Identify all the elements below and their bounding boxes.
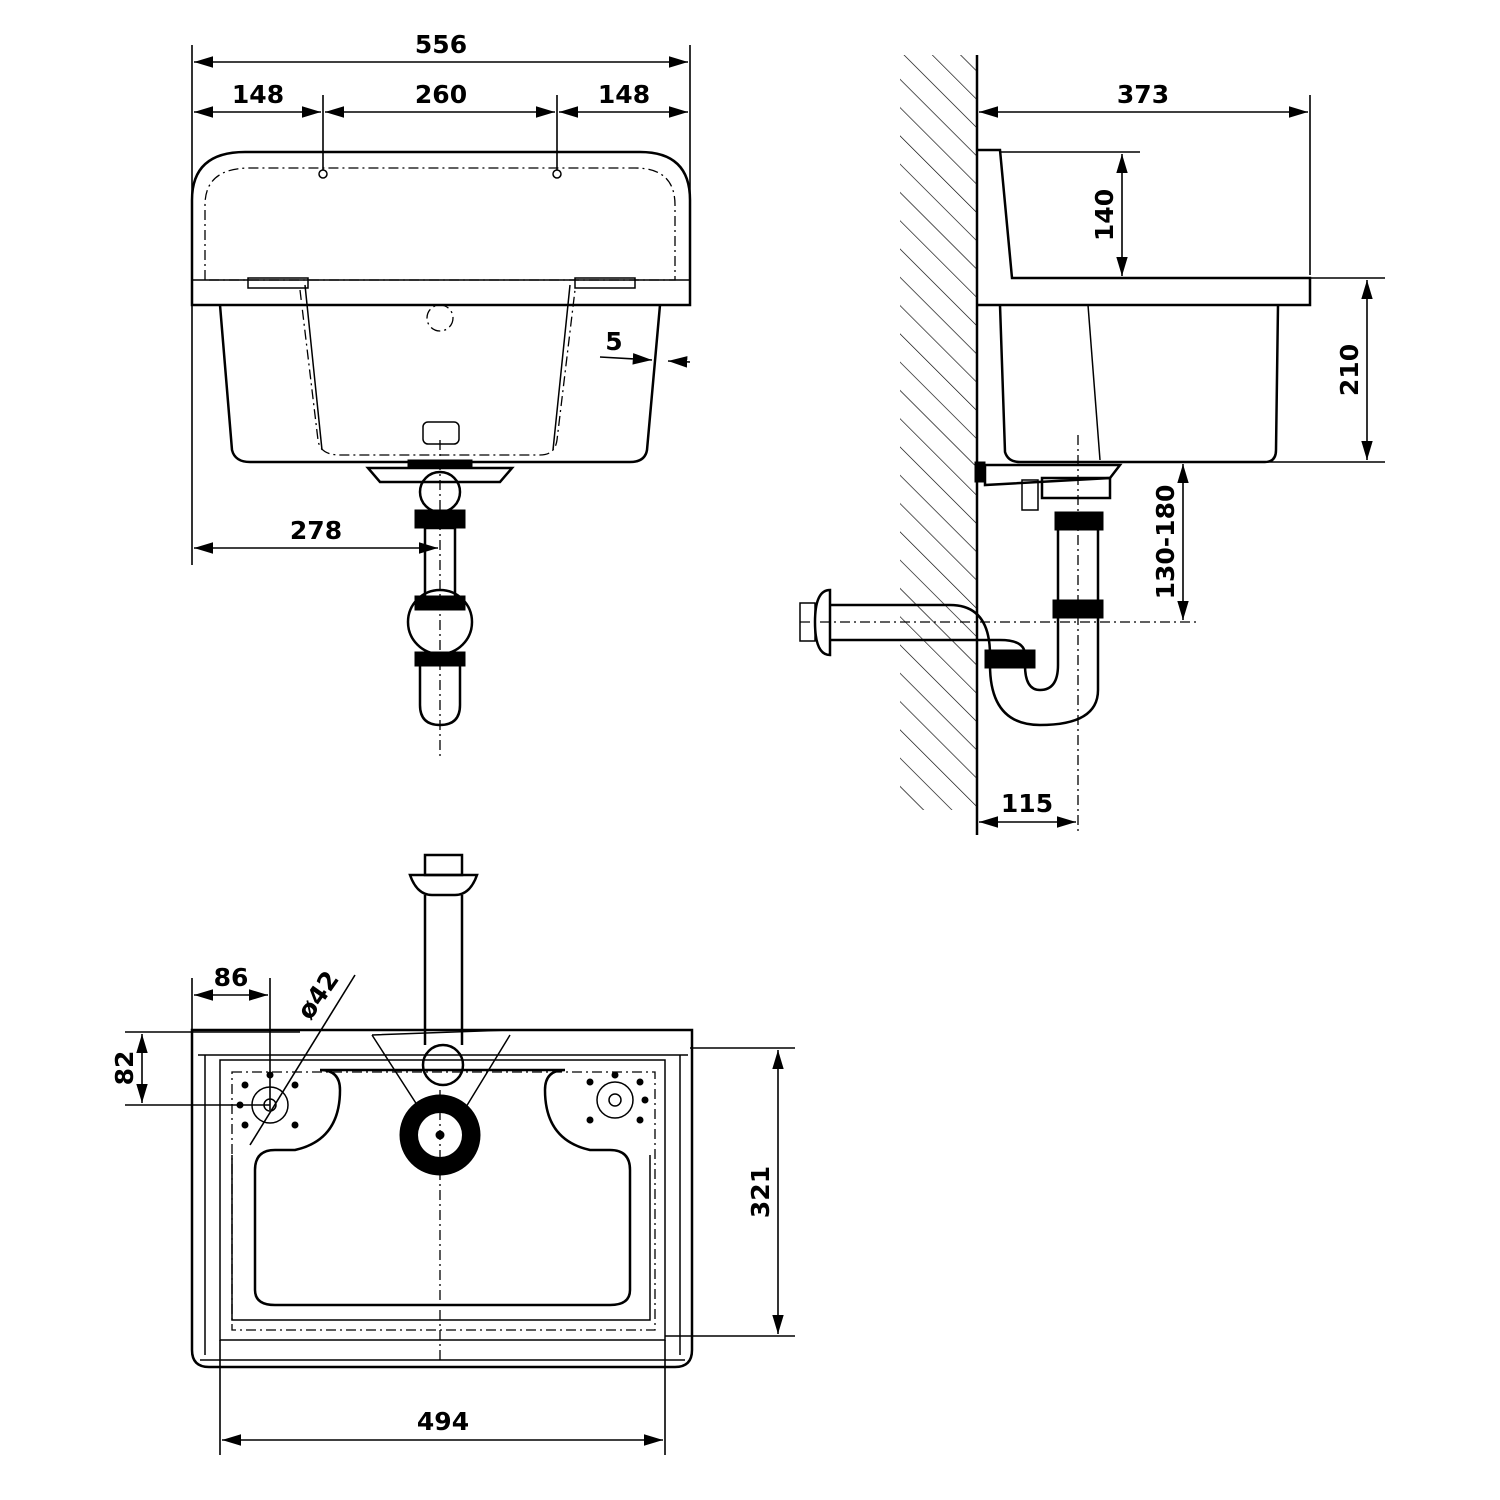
sink-bowl	[218, 304, 662, 464]
soap-drain-right	[586, 1071, 649, 1124]
dim-drain-offset: 278	[290, 516, 342, 545]
side-dimensions: 373 140 210 130-180 115	[979, 80, 1385, 828]
faucet-top	[371, 853, 511, 1126]
dim-trap-height: 130-180	[1151, 485, 1180, 600]
dim-overall-width: 556	[415, 30, 467, 59]
sink-outline-top	[190, 1028, 694, 1369]
sink-profile	[977, 148, 1312, 307]
dim-right-offset: 148	[598, 80, 650, 109]
dim-tap-hole-diameter: ø42	[291, 966, 345, 1025]
dim-bowl-height: 210	[1335, 344, 1364, 396]
front-dimensions: 556 148 260 148 5 278	[191, 30, 691, 565]
mounting-hole-left	[318, 169, 328, 179]
dim-inner-width: 494	[417, 1407, 469, 1436]
top-view: 86 ø42 82 321 494	[110, 853, 795, 1455]
inner-basin	[253, 1068, 632, 1307]
dim-back-height: 140	[1090, 189, 1119, 241]
dim-hole-spacing: 260	[415, 80, 467, 109]
dim-depth: 373	[1117, 80, 1169, 109]
soap-drain-left	[236, 1071, 299, 1129]
drain-trap-front	[365, 421, 515, 760]
mounting-hole-right	[552, 169, 562, 179]
overflow-hole	[426, 304, 454, 332]
side-view: 373 140 210 130-180 115	[799, 55, 1385, 835]
dim-left-offset: 148	[232, 80, 284, 109]
sink-rim	[190, 150, 692, 307]
dim-wall-thickness: 5	[605, 327, 622, 356]
wall-hatch	[900, 55, 977, 810]
dim-tap-hole-depth: 82	[110, 1051, 139, 1086]
dim-inner-depth: 321	[746, 1166, 775, 1218]
drain-trap-side	[799, 435, 1200, 835]
dim-tap-hole-offset: 86	[214, 963, 249, 992]
front-view: 556 148 260 148 5 278	[190, 30, 692, 760]
dim-trap-offset: 115	[1001, 789, 1053, 818]
